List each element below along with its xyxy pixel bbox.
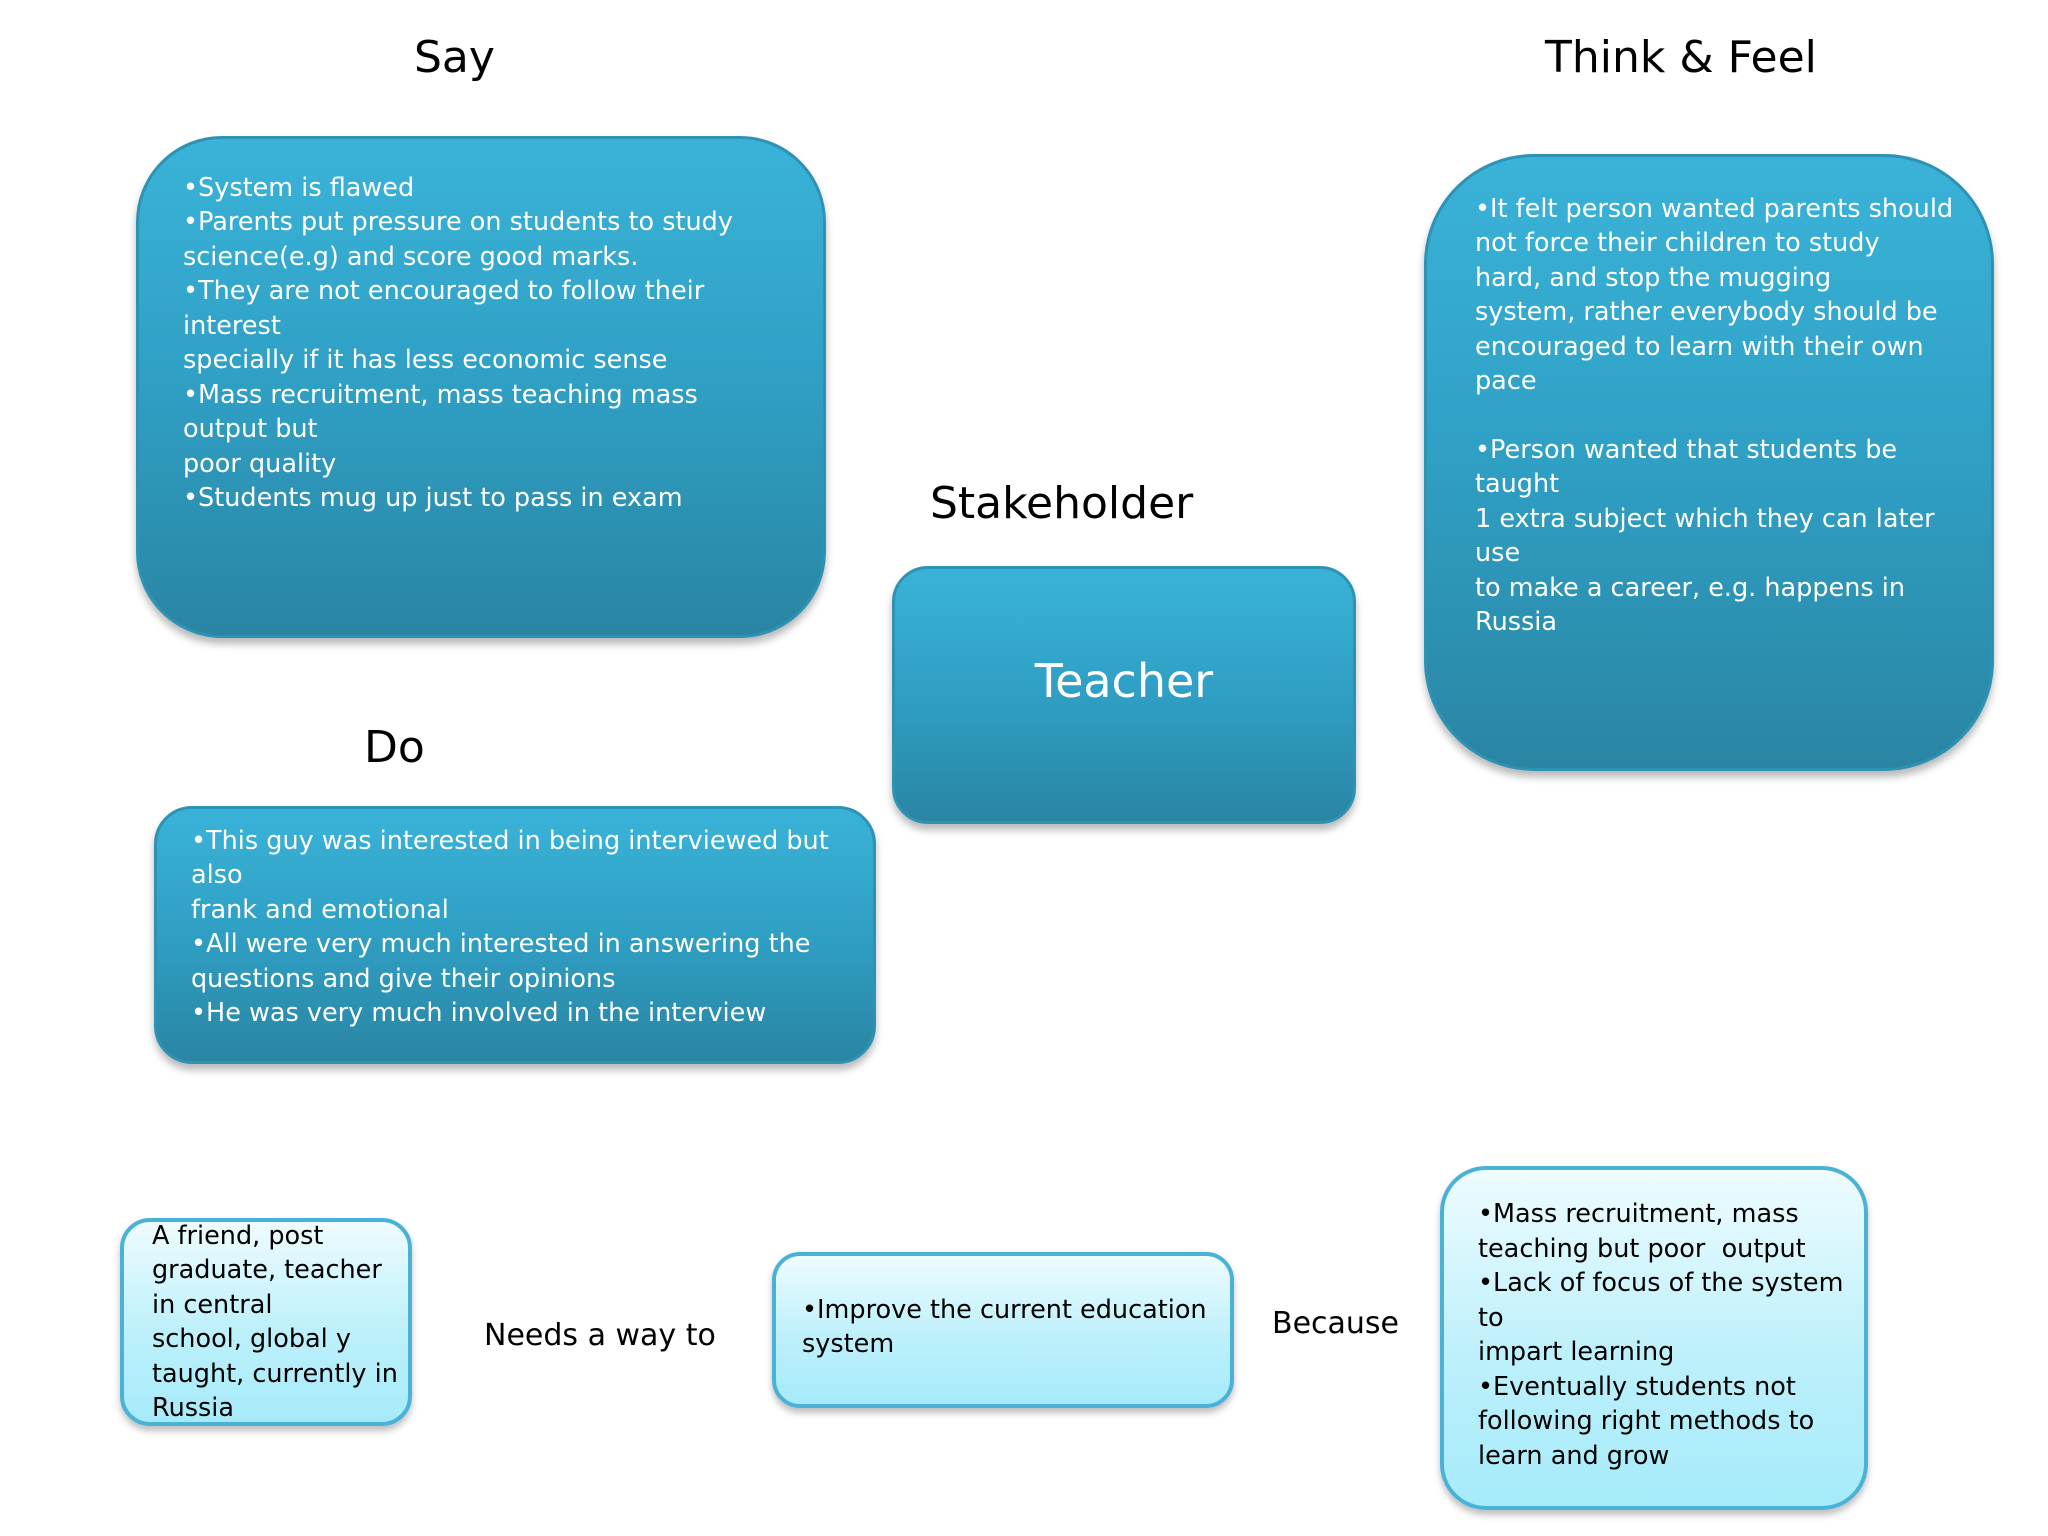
persona-line: A friend, post — [152, 1220, 324, 1251]
need-list: •Improve the current education system — [802, 1293, 1210, 1362]
think-feel-box: •It felt person wanted parents should no… — [1424, 154, 1994, 771]
do-line: •This guy was interested in being interv… — [191, 825, 837, 891]
do-line: frank and emotional — [191, 894, 449, 925]
need-box: •Improve the current education system — [772, 1252, 1234, 1408]
do-box: •This guy was interested in being interv… — [154, 806, 876, 1064]
say-list: •System is flawed •Parents put pressure … — [183, 171, 781, 516]
say-line: poor quality — [183, 448, 337, 479]
think-line: hard, and stop the mugging — [1475, 262, 1832, 293]
insight-line: •Mass recruitment, mass — [1478, 1199, 1799, 1229]
say-line: science(e.g) and score good marks. — [183, 241, 639, 272]
needs-label: Needs a way to — [484, 1318, 716, 1353]
say-box: •System is flawed •Parents put pressure … — [136, 136, 826, 638]
insight-line: teaching but poor output — [1478, 1233, 1806, 1264]
do-heading: Do — [364, 722, 425, 773]
insight-line: learn and grow — [1478, 1440, 1670, 1471]
say-line: •Mass recruitment, mass teaching mass ou… — [183, 379, 706, 445]
insight-line: following right methods to — [1478, 1406, 1815, 1436]
say-line: •They are not encouraged to follow their… — [183, 276, 713, 341]
persona-line: school, global y — [152, 1324, 351, 1354]
insight-line: •Eventually students not — [1478, 1371, 1796, 1402]
say-heading: Say — [414, 32, 495, 83]
think-line: •Person wanted that students be taught — [1475, 434, 1906, 500]
say-line: •Parents put pressure on students to stu… — [183, 207, 733, 237]
need-line: system — [802, 1329, 895, 1359]
stakeholder-box: Teacher — [892, 566, 1356, 824]
insight-box: •Mass recruitment, mass teaching but poo… — [1440, 1166, 1868, 1510]
think-line: system, rather everybody should be — [1475, 297, 1938, 327]
say-line: •Students mug up just to pass in exam — [183, 483, 683, 513]
do-line: •All were very much interested in answer… — [191, 929, 811, 959]
insight-line: impart learning — [1478, 1337, 1675, 1367]
insight-line: •Lack of focus of the system to — [1478, 1268, 1852, 1333]
say-line: •System is flawed — [183, 172, 415, 203]
persona-line: graduate, teacher — [152, 1255, 382, 1285]
need-line: •Improve the current education — [802, 1294, 1207, 1325]
think-feel-list: •It felt person wanted parents should no… — [1475, 192, 1971, 640]
persona-line: Russia — [152, 1393, 235, 1423]
persona-line: taught, currently in — [152, 1358, 398, 1389]
think-line: encouraged to learn with their own — [1475, 331, 1924, 362]
stakeholder-heading: Stakeholder — [930, 478, 1194, 529]
persona-line: in central — [152, 1289, 273, 1320]
think-line-spacer — [1475, 399, 1971, 433]
think-line: 1 extra subject which they can later use — [1475, 503, 1943, 569]
think-line: not force their children to study — [1475, 228, 1880, 258]
do-line: •He was very much involved in the interv… — [191, 998, 767, 1028]
persona-list: A friend, post graduate, teacher in cent… — [152, 1219, 404, 1426]
do-line: questions and give their opinions — [191, 963, 616, 994]
think-line: to make a career, e.g. happens in Russia — [1475, 572, 1914, 638]
stakeholder-label: Teacher — [1034, 654, 1214, 708]
because-label: Because — [1272, 1306, 1400, 1341]
insight-list: •Mass recruitment, mass teaching but poo… — [1478, 1197, 1850, 1473]
persona-box: A friend, post graduate, teacher in cent… — [120, 1218, 412, 1426]
think-line: pace — [1475, 366, 1537, 396]
say-line: specially if it has less economic sense — [183, 345, 668, 375]
do-list: •This guy was interested in being interv… — [191, 824, 853, 1031]
think-feel-heading: Think & Feel — [1545, 32, 1817, 83]
think-line: •It felt person wanted parents should — [1475, 193, 1954, 224]
